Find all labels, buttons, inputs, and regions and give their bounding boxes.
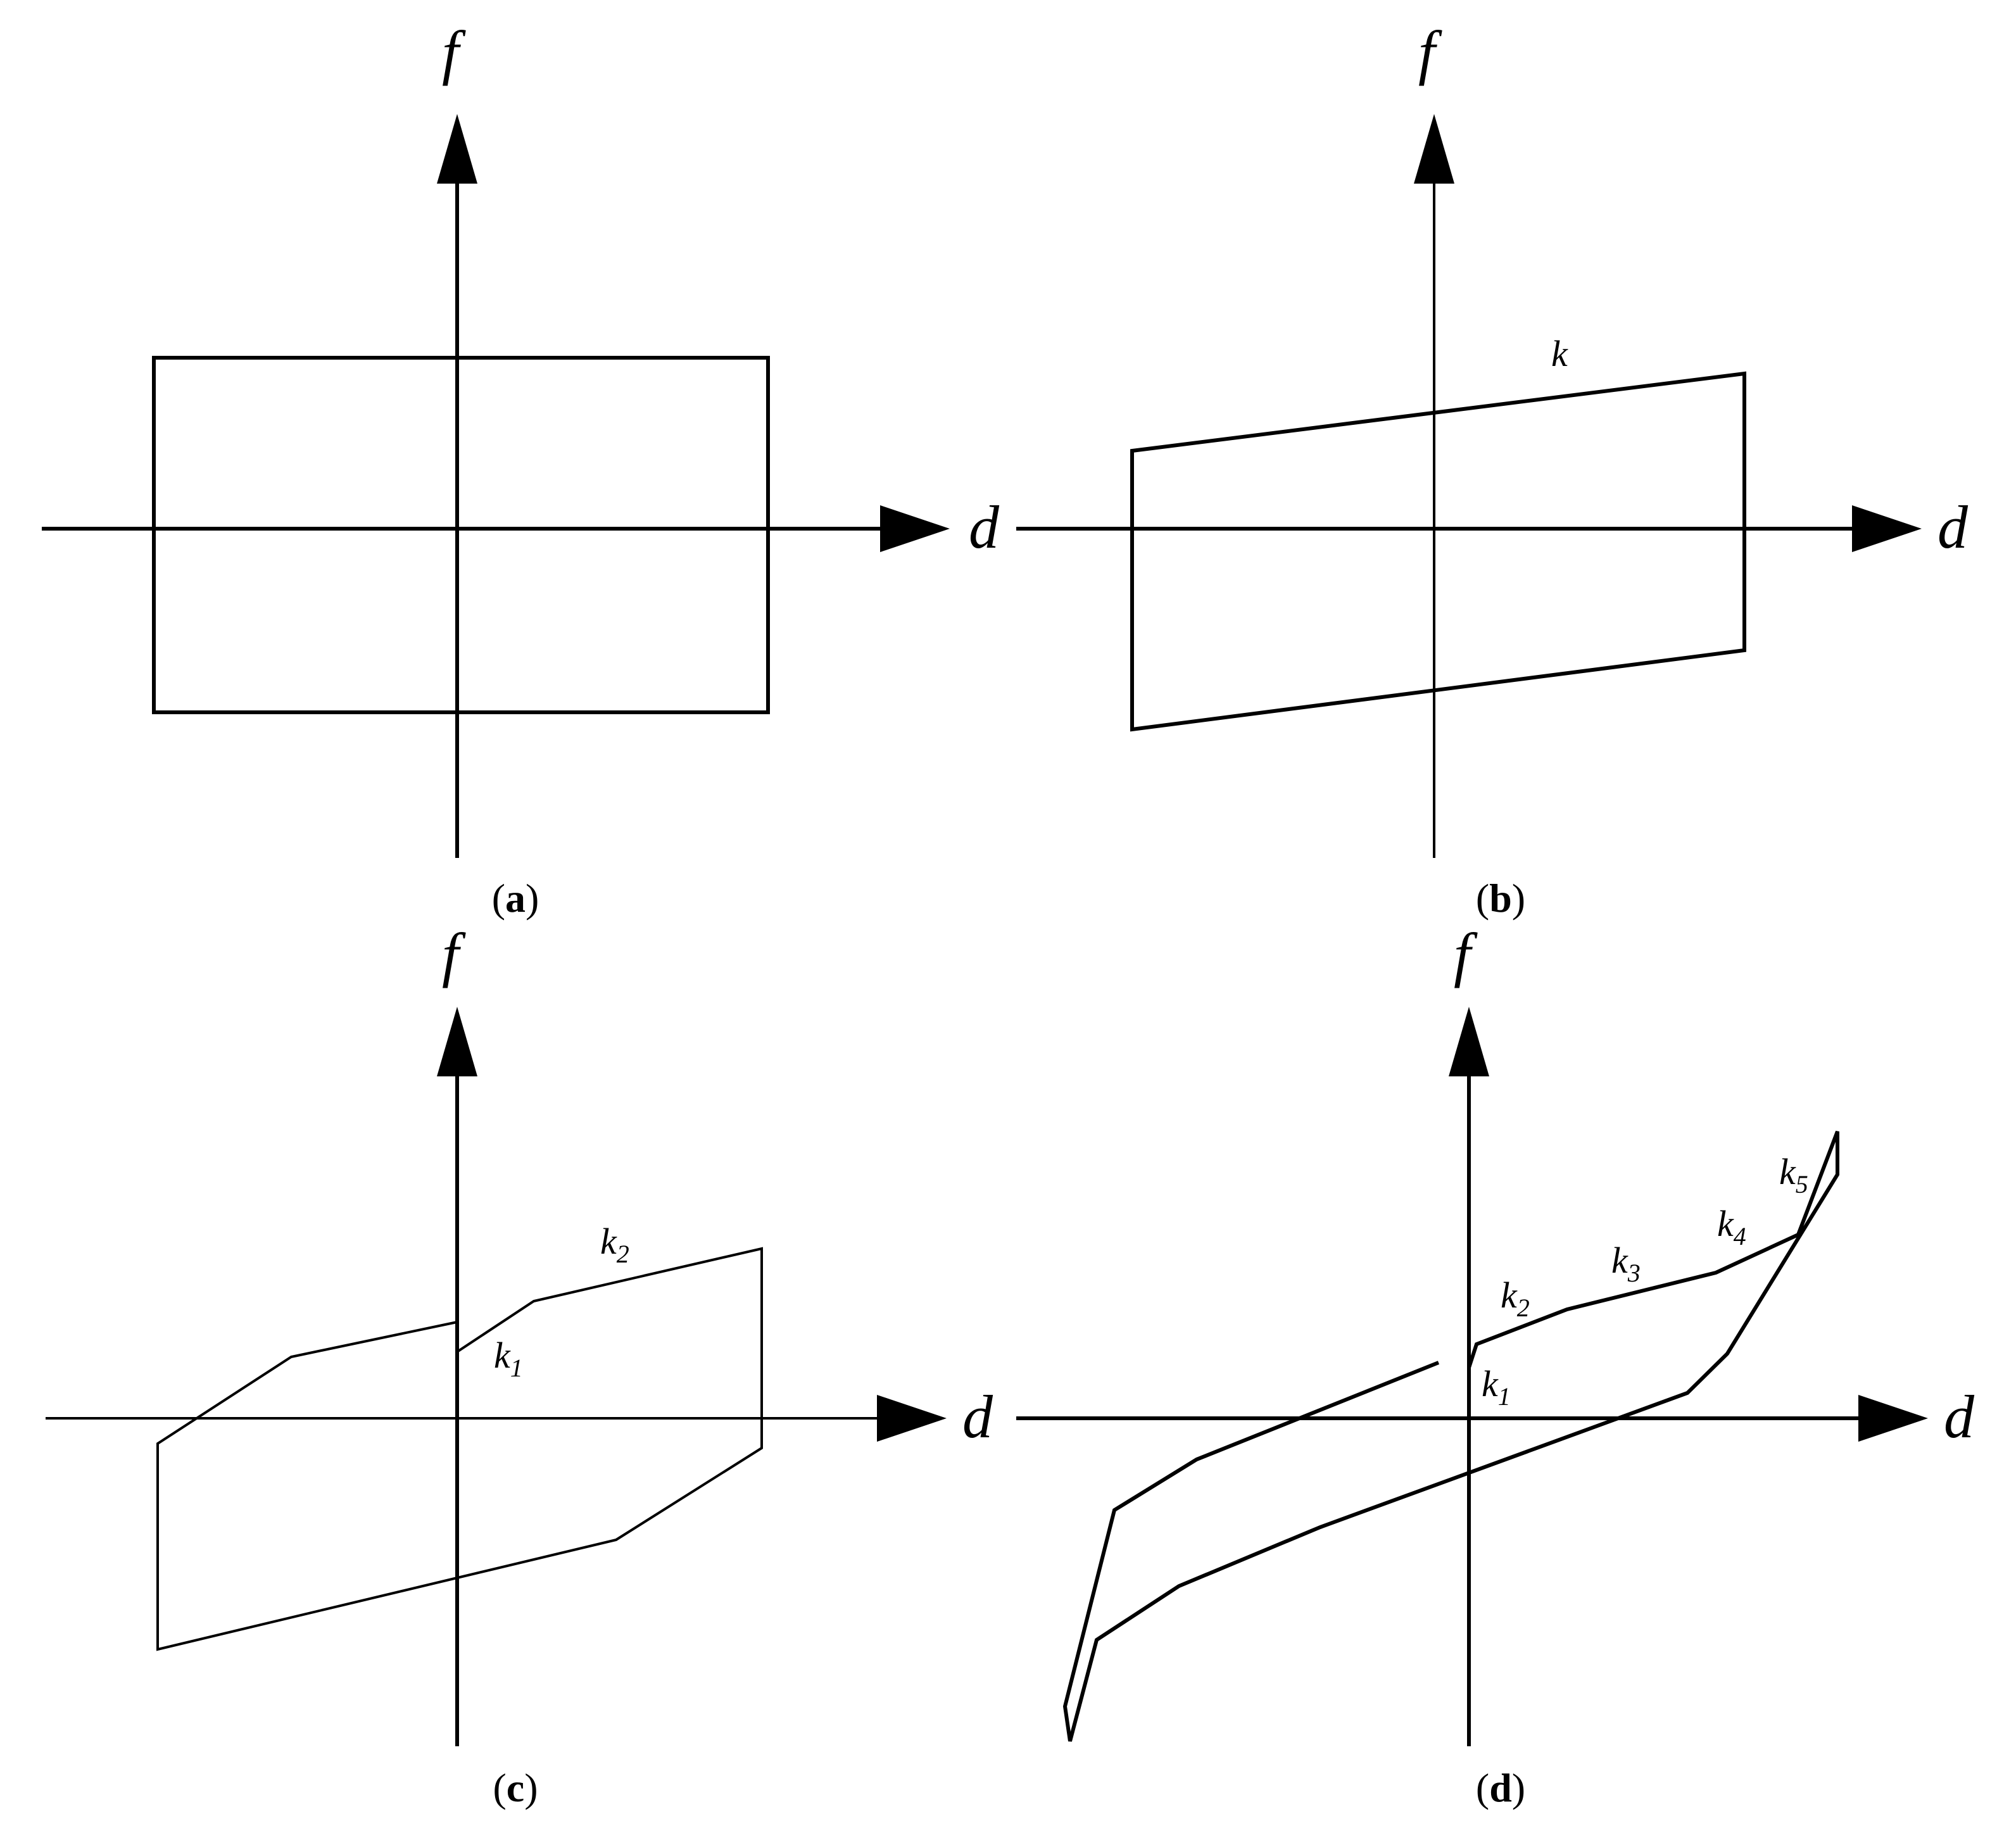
- panel-a-f-arrowhead: [437, 114, 477, 184]
- panel-c-trilinear-loop: [156, 1247, 763, 1651]
- panel-c-d-label: d: [962, 1383, 993, 1451]
- panel-c-f-label: f: [442, 921, 466, 988]
- panel-c-d-arrowhead: [877, 1395, 947, 1442]
- panel-d: f d k1 k2 k3 k4 k5 (d): [1016, 921, 1975, 1810]
- panel-d-k5-label: k5: [1779, 1151, 1808, 1199]
- panel-d-d-label: d: [1944, 1383, 1975, 1451]
- panel-b: f d k (b): [1016, 18, 1969, 921]
- panel-a-d-arrowhead: [880, 505, 950, 552]
- panel-c-f-arrowhead: [437, 1007, 477, 1076]
- panel-b-f-label: f: [1418, 18, 1442, 86]
- panel-b-caption: (b): [1476, 876, 1525, 921]
- panel-c-k2-label: k2: [600, 1221, 629, 1268]
- panel-a-caption: (a): [492, 876, 539, 921]
- panel-a-rigid-plastic-loop: [152, 356, 770, 714]
- panel-b-d-label: d: [1937, 493, 1969, 561]
- panel-c-k1-label: k1: [494, 1335, 523, 1382]
- panel-d-f-arrowhead: [1449, 1007, 1489, 1076]
- panel-d-multilinear-loop: [1062, 1130, 1839, 1742]
- panel-a-f-label: f: [442, 18, 466, 86]
- panel-d-k2-label: k2: [1501, 1275, 1530, 1322]
- panel-b-bilinear-loop: [1130, 371, 1746, 732]
- panel-b-k-label: k: [1551, 333, 1568, 374]
- panel-d-f-label: f: [1454, 921, 1478, 988]
- panel-c-caption: (c): [493, 1765, 538, 1810]
- panel-d-k1-label: k1: [1482, 1363, 1511, 1411]
- panel-b-f-arrowhead: [1414, 114, 1454, 184]
- panel-a-d-label: d: [969, 493, 1000, 561]
- panel-d-caption: (d): [1476, 1765, 1525, 1810]
- panel-c: f d k1 k2 (c): [46, 921, 993, 1810]
- panel-d-k3-label: k3: [1611, 1240, 1641, 1287]
- panel-d-k4-label: k4: [1717, 1203, 1746, 1250]
- panel-d-d-arrowhead: [1858, 1395, 1928, 1442]
- panel-a: f d (a): [42, 18, 1000, 921]
- panel-b-d-arrowhead: [1852, 505, 1922, 552]
